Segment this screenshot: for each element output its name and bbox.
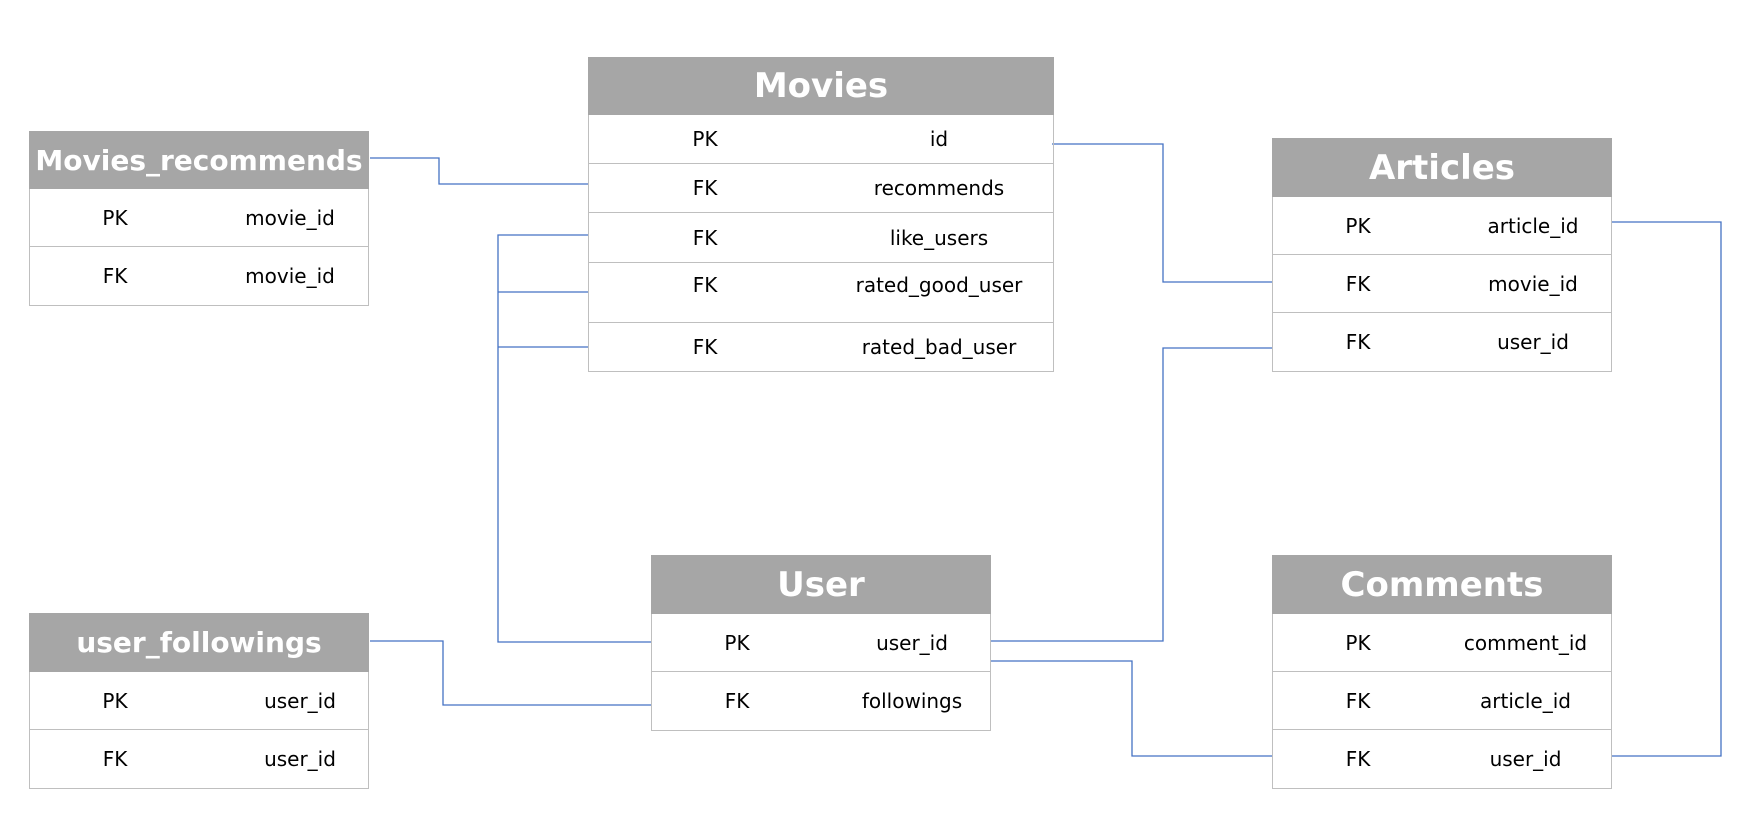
link-recommends-to-movies-recommends (370, 157, 588, 185)
table-row: PK movie_id (29, 189, 369, 247)
field-label: followings (861, 689, 963, 713)
key-label: FK (1345, 688, 1371, 713)
table-row: FK user_id (1272, 313, 1612, 372)
field-label: recommends (873, 176, 1005, 200)
key-label: FK (724, 689, 750, 713)
key-label: PK (102, 205, 128, 230)
table-title: Articles (1272, 138, 1612, 197)
key-label: FK (1345, 271, 1371, 296)
table-row: FK user_id (29, 730, 369, 789)
key-label: PK (1345, 630, 1371, 655)
link-followings-to-user-followings (370, 640, 651, 706)
table-title: Movies_recommends (29, 131, 369, 189)
field-label: article_id (1487, 213, 1579, 238)
key-label: PK (692, 127, 718, 151)
table-row: FK user_id (1272, 730, 1612, 789)
table-row: FK recommends (588, 164, 1054, 213)
table-title: Movies (588, 57, 1054, 115)
table-user-followings: user_followings PK user_id FK user_id (29, 613, 369, 789)
field-label: id (929, 127, 949, 151)
table-row: PK user_id (29, 672, 369, 730)
table-row: PK user_id (651, 614, 991, 672)
table-row: FK followings (651, 672, 991, 731)
table-movies-recommends: Movies_recommends PK movie_id FK movie_i… (29, 131, 369, 306)
field-label: movie_id (245, 205, 335, 230)
table-row: FK like_users (588, 213, 1054, 263)
link-like-users-to-user (497, 234, 651, 643)
key-label: FK (692, 273, 718, 297)
link-user-id-to-articles-user-id (990, 347, 1272, 642)
field-label: user_id (264, 747, 336, 771)
key-label: PK (724, 630, 750, 655)
key-label: FK (692, 335, 718, 359)
table-comments: Comments PK comment_id FK article_id FK … (1272, 555, 1612, 789)
field-label: movie_id (245, 264, 335, 288)
field-label: user_id (264, 688, 336, 713)
key-label: FK (102, 747, 128, 771)
link-movies-id-to-articles-movie-id (1052, 143, 1272, 283)
key-label: FK (1345, 747, 1371, 771)
table-row: FK movie_id (29, 247, 369, 306)
key-label: FK (692, 176, 718, 200)
field-label: like_users (889, 225, 989, 250)
field-label: comment_id (1463, 630, 1588, 655)
table-user: User PK user_id FK followings (651, 555, 991, 731)
table-row: FK rated_bad_user (588, 323, 1054, 372)
key-label: FK (692, 225, 718, 250)
field-label: user_id (1497, 330, 1569, 354)
table-movies: Movies PK id FK recommends FK like_users… (588, 57, 1054, 372)
link-articles-to-comments-user-id (1611, 221, 1722, 757)
field-label: rated_bad_user (861, 335, 1017, 359)
key-label: FK (102, 264, 128, 288)
table-title: user_followings (29, 613, 369, 672)
field-label: movie_id (1488, 271, 1578, 296)
key-label: PK (1345, 213, 1371, 238)
key-label: PK (102, 688, 128, 713)
field-label: article_id (1480, 688, 1571, 713)
table-row: PK article_id (1272, 197, 1612, 255)
link-user-to-comments-user-id (990, 660, 1272, 757)
key-label: FK (1345, 330, 1371, 354)
field-label: user_id (1489, 747, 1562, 771)
table-articles: Articles PK article_id FK movie_id FK us… (1272, 138, 1612, 372)
table-title: User (651, 555, 991, 614)
table-row: PK comment_id (1272, 614, 1612, 672)
table-row: FK rated_good_user (588, 263, 1054, 323)
table-row: PK id (588, 115, 1054, 164)
field-label: rated_good_user (855, 273, 1023, 297)
table-row: FK article_id (1272, 672, 1612, 730)
table-title: Comments (1272, 555, 1612, 614)
table-row: FK movie_id (1272, 255, 1612, 313)
field-label: user_id (876, 630, 948, 655)
